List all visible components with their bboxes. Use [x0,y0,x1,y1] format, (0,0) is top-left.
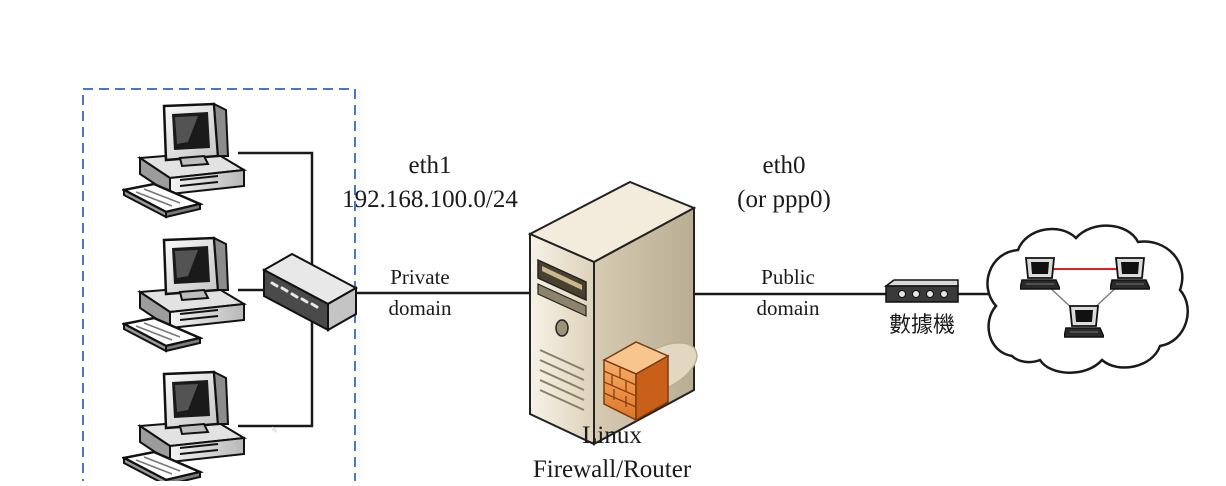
internet-cloud-icon [986,224,1189,374]
eth0-label: eth0 [762,152,806,179]
server-label-line1: Linux [582,422,642,449]
public-domain-label-line1: Public [761,265,815,289]
desktop-computer-icon [122,236,246,353]
eth1-label: eth1 [408,152,452,179]
public-domain-label-line2: domain [756,296,820,320]
eth1-subnet-label: 192.168.100.0/24 [342,186,518,213]
private-domain-label-line2: domain [388,296,452,320]
eth0-alt-label: (or ppp0) [737,186,831,213]
modem-label: 數據機 [888,313,955,338]
modem-icon [883,279,959,303]
desktop-computer-icon [122,370,246,481]
desktop-computer-icon [122,102,246,219]
private-domain-label-line1: Private [390,265,450,289]
server-label-line2: Firewall/Router [532,456,692,483]
firewall-brick-icon [602,341,670,422]
network-switch-icon [261,252,359,434]
